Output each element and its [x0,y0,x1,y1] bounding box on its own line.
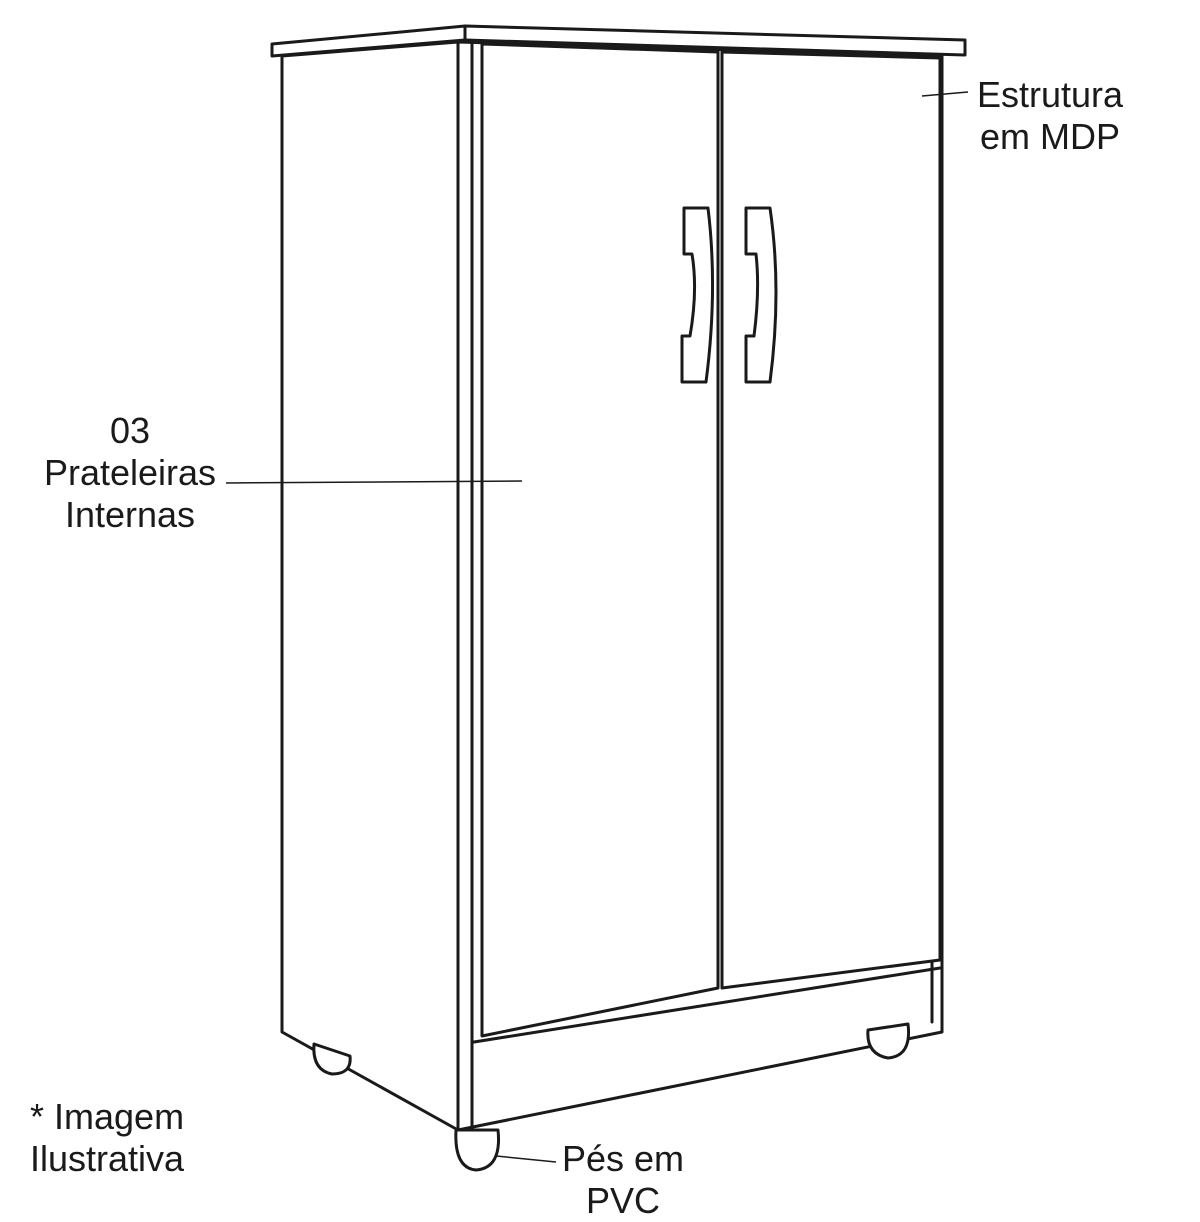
handle-right [744,206,778,384]
callout-pes-line2: PVC [585,1180,661,1221]
callout-prateleiras-line2: Prateleiras [43,452,217,493]
leader-line-estrutura [921,91,969,97]
foot-right [866,1022,911,1060]
callout-prateleiras-line1: 03 [109,410,151,451]
door-right [720,50,942,990]
footnote-line2: Ilustrativa [30,1138,185,1179]
plinth-top-line [472,966,942,1044]
footnote-label: * Imagem Ilustrativa [30,1096,220,1180]
footnote-line1: * Imagem [30,1096,185,1137]
cabinet-side-panel [280,40,460,1132]
leader-line-pes [495,1155,557,1163]
door-left [480,42,720,1038]
foot-front-left [454,1128,501,1172]
leader-line-prateleiras [225,480,523,484]
callout-pes-line1: Pés em [561,1138,685,1179]
callout-estrutura-label: Estrutura em MDP [962,74,1138,158]
callout-estrutura-line1: Estrutura [976,74,1124,115]
foot-back-left [312,1042,352,1076]
callout-prateleiras-line3: Internas [64,494,196,535]
callout-estrutura-line2: em MDP [979,116,1120,157]
callout-pes-label: Pés em PVC [548,1138,698,1222]
callout-prateleiras-label: 03 Prateleiras Internas [30,410,230,536]
handle-left [680,206,715,384]
